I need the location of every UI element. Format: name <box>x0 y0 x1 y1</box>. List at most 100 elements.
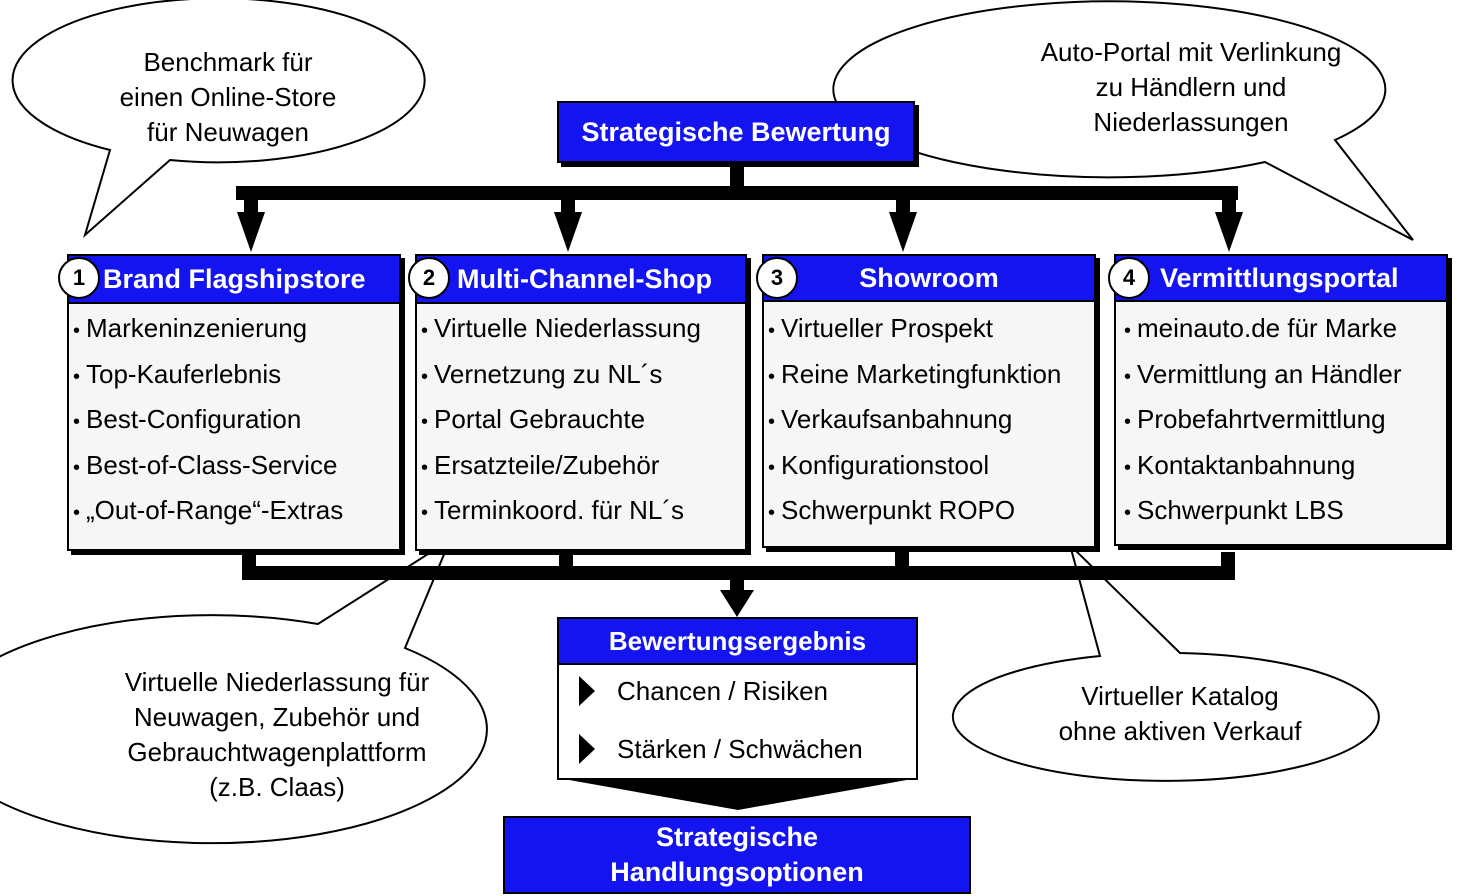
callout-line: Niederlassungen <box>1093 106 1289 137</box>
column-4-title: Vermittlungsportal <box>1160 262 1399 293</box>
list-item-text: Best-of-Class-Service <box>86 449 338 480</box>
list-item: •Portal Gebrauchte <box>421 397 745 443</box>
list-item: •Virtueller Prospekt <box>768 306 1094 352</box>
callout-top-left-shape <box>11 0 426 239</box>
list-item-text: Ersatzteile/Zubehör <box>434 449 660 480</box>
bullet-icon: • <box>421 320 429 342</box>
bottom-connector <box>242 552 1235 810</box>
callout-line: ohne aktiven Verkauf <box>1058 716 1302 746</box>
bullet-icon: • <box>73 320 81 342</box>
column-1-title: Brand Flagshipstore <box>103 263 366 294</box>
column-4-header: Vermittlungsportal <box>1114 254 1448 302</box>
bullet-icon: • <box>421 365 429 388</box>
list-item: •Top-Kauferlebnis <box>73 352 399 398</box>
bullet-icon: • <box>1124 411 1132 434</box>
arrow-to-col2 <box>554 212 582 252</box>
list-item-text: Vermittlung an Händler <box>1137 358 1402 389</box>
column-3-number: 3 <box>770 265 784 290</box>
list-item-text: Reine Marketingfunktion <box>781 358 1062 389</box>
callout-line: Benchmark für <box>143 46 313 77</box>
callout-bottom-right-shape <box>951 541 1380 782</box>
list-item-text: Schwerpunkt LBS <box>1137 495 1344 526</box>
bullet-icon: • <box>73 411 81 434</box>
list-item: •meinauto.de für Marke <box>1124 306 1446 352</box>
column-1-header: Brand Flagshipstore <box>67 254 401 304</box>
column-4-panel: Vermittlungsportal •meinauto.de für Mark… <box>1114 254 1448 546</box>
column-4-number: 4 <box>1122 265 1136 290</box>
triangle-bullet-icon <box>579 734 595 764</box>
list-item: •Schwerpunkt ROPO <box>768 488 1094 534</box>
column-2-number-badge: 2 <box>408 257 450 299</box>
bullet-icon: • <box>768 502 776 525</box>
bullet-icon: • <box>73 456 81 479</box>
list-item: •Kontaktanbahnung <box>1124 443 1446 489</box>
arrow-to-col4 <box>1215 212 1243 252</box>
list-item: •Virtuelle Niederlassung <box>421 306 745 352</box>
list-item: •Probefahrtvermittlung <box>1124 397 1446 443</box>
evaluation-result-list: Chancen / Risiken Stärken / Schwächen <box>559 665 916 769</box>
list-item: •„Out-of-Range“-Extras <box>73 488 399 534</box>
bullet-icon: • <box>768 320 776 342</box>
bullet-icon: • <box>1124 456 1132 479</box>
bullet-icon: • <box>421 456 429 479</box>
list-item: •Markeninzenierung <box>73 306 399 352</box>
callout-bottom-left: Virtuelle Niederlassung für Neuwagen, Zu… <box>40 662 514 808</box>
column-2-number: 2 <box>422 265 436 290</box>
top-connector <box>236 162 1243 252</box>
list-item-text: meinauto.de für Marke <box>1137 313 1398 343</box>
list-item-text: Markeninzenierung <box>86 313 308 343</box>
list-item: •Terminkoord. für NL´s <box>421 488 745 534</box>
callout-line: Neuwagen, Zubehör und <box>133 702 421 732</box>
result-item-text: Stärken / Schwächen <box>617 733 863 764</box>
list-item-text: Top-Kauferlebnis <box>86 358 282 389</box>
list-item-text: Probefahrtvermittlung <box>1137 404 1386 435</box>
bullet-icon: • <box>73 365 81 388</box>
list-item-text: Konfigurationstool <box>781 449 990 480</box>
bullet-icon: • <box>768 365 776 388</box>
bullet-icon: • <box>1124 502 1132 525</box>
list-item: •Vermittlung an Händler <box>1124 352 1446 398</box>
list-item: •Schwerpunkt LBS <box>1124 488 1446 534</box>
bullet-icon: • <box>1124 365 1132 388</box>
evaluation-result-header: Bewertungsergebnis <box>557 617 918 665</box>
callout-bottom-left-shape <box>0 537 488 845</box>
evaluation-result-title: Bewertungsergebnis <box>608 625 867 656</box>
list-item-text: Best-Configuration <box>86 404 302 435</box>
column-3-title: Showroom <box>859 262 999 293</box>
callout-top-right: Auto-Portal mit Verlinkung zu Händlern u… <box>960 32 1422 142</box>
callout-line: einen Online-Store <box>119 81 337 112</box>
column-3-list: •Virtueller Prospekt •Reine Marketingfun… <box>764 302 1094 534</box>
callout-line: Gebrauchtwagenplattform <box>127 737 427 767</box>
list-item-text: Kontaktanbahnung <box>1137 449 1356 480</box>
list-item: •Ersatzteile/Zubehör <box>421 443 745 489</box>
callout-bottom-right: Virtueller Katalog ohne aktiven Verkauf <box>990 678 1370 750</box>
bullet-icon: • <box>768 411 776 434</box>
list-item-text: „Out-of-Range“-Extras <box>86 495 344 526</box>
column-1-panel: Brand Flagshipstore •Markeninzenierung •… <box>67 254 401 551</box>
list-item-text: Schwerpunkt ROPO <box>781 495 1016 526</box>
arrow-to-col3 <box>889 212 917 252</box>
column-2-panel: Multi-Channel-Shop •Virtuelle Niederlass… <box>415 254 747 551</box>
list-item: •Reine Marketingfunktion <box>768 352 1094 398</box>
result-item-strengths: Stärken / Schwächen <box>575 729 916 769</box>
column-1-number: 1 <box>72 265 86 290</box>
column-4-list: •meinauto.de für Marke •Vermittlung an H… <box>1116 302 1446 534</box>
funnel-to-options <box>558 778 918 810</box>
list-item: •Best-of-Class-Service <box>73 443 399 489</box>
strategic-options-line1: Strategische <box>655 822 819 852</box>
bullet-icon: • <box>73 502 81 525</box>
column-3-header: Showroom <box>762 254 1096 302</box>
strategic-options-line2: Handlungsoptionen <box>610 857 864 887</box>
list-item-text: Portal Gebrauchte <box>434 404 646 435</box>
result-item-opportunities: Chancen / Risiken <box>575 671 916 711</box>
column-2-title: Multi-Channel-Shop <box>457 263 712 294</box>
column-1-number-badge: 1 <box>58 257 100 299</box>
column-1-list: •Markeninzenierung •Top-Kauferlebnis •Be… <box>69 304 399 534</box>
column-3-number-badge: 3 <box>756 257 798 299</box>
callout-line: Virtuelle Niederlassung für <box>124 667 430 697</box>
callout-line: Virtueller Katalog <box>1081 681 1279 711</box>
callout-line: (z.B. Claas) <box>209 772 345 802</box>
strategic-options-box: Strategische Handlungsoptionen <box>503 816 971 894</box>
callout-line: für Neuwagen <box>147 116 309 147</box>
bullet-icon: • <box>421 411 429 434</box>
